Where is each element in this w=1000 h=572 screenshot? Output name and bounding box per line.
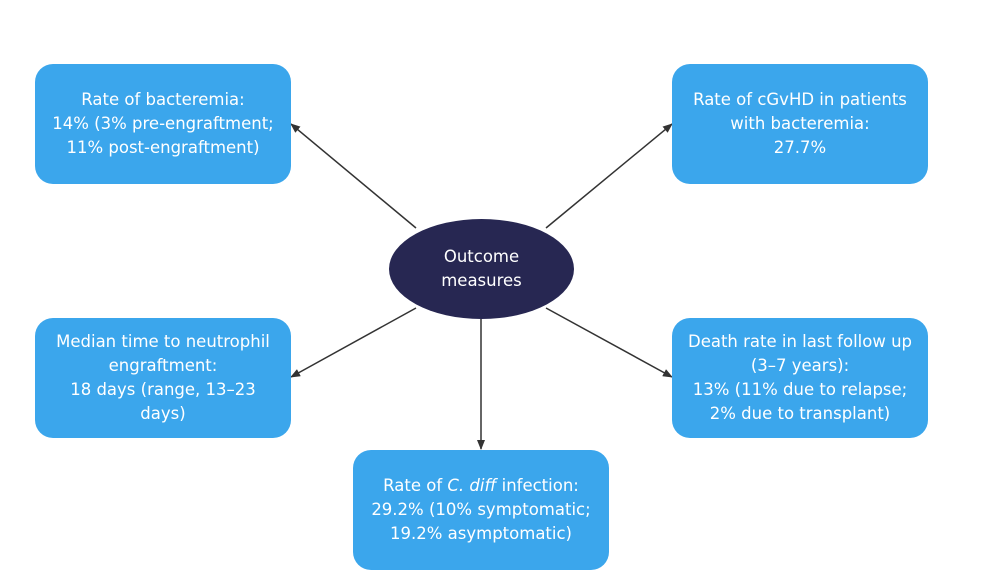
node-text: 14% (3% pre-engraftment; <box>52 114 274 133</box>
center-text: Outcome <box>443 247 520 266</box>
node-text: with bacteremia: <box>730 114 870 133</box>
node-cdiff-infection: Rate of C. diff infection: 29.2% (10% sy… <box>353 450 609 570</box>
arrow-to-death <box>545 307 673 378</box>
arrow-to-bacteremia <box>290 123 417 229</box>
node-text-italic: C. diff <box>447 476 497 495</box>
node-text: Rate of cGvHD in patients <box>693 90 907 109</box>
node-text: Rate of bacteremia: <box>81 90 245 109</box>
node-text: Rate of <box>383 476 448 495</box>
node-text: Median time to neutrophil <box>56 332 270 351</box>
node-text: engraftment: <box>108 356 218 375</box>
arrow-to-neutrophil <box>290 307 417 378</box>
node-text: 18 days (range, 13–23 <box>70 380 256 399</box>
node-text: 11% post-engraftment) <box>66 138 260 157</box>
node-text: 19.2% asymptomatic) <box>390 524 572 543</box>
node-death-rate: Death rate in last follow up (3–7 years)… <box>672 318 928 438</box>
center-node-outcome-measures: Outcome measures <box>389 219 574 319</box>
node-text: 2% due to transplant) <box>709 404 891 423</box>
node-text: days) <box>140 404 186 423</box>
node-text: 27.7% <box>773 138 827 157</box>
node-text: 13% (11% due to relapse; <box>692 380 908 399</box>
node-title: Rate of C. diff infection: <box>383 474 579 498</box>
node-neutrophil-engraftment: Median time to neutrophil engraftment: 1… <box>35 318 291 438</box>
node-text: (3–7 years): <box>750 356 850 375</box>
node-cgvhd: Rate of cGvHD in patients with bacteremi… <box>672 64 928 184</box>
node-bacteremia: Rate of bacteremia: 14% (3% pre-engraftm… <box>35 64 291 184</box>
node-text: 29.2% (10% symptomatic; <box>371 500 591 519</box>
center-text: measures <box>441 271 522 290</box>
node-text: Death rate in last follow up <box>687 332 913 351</box>
arrow-to-cgvhd <box>545 123 673 229</box>
node-text: infection: <box>496 476 579 495</box>
